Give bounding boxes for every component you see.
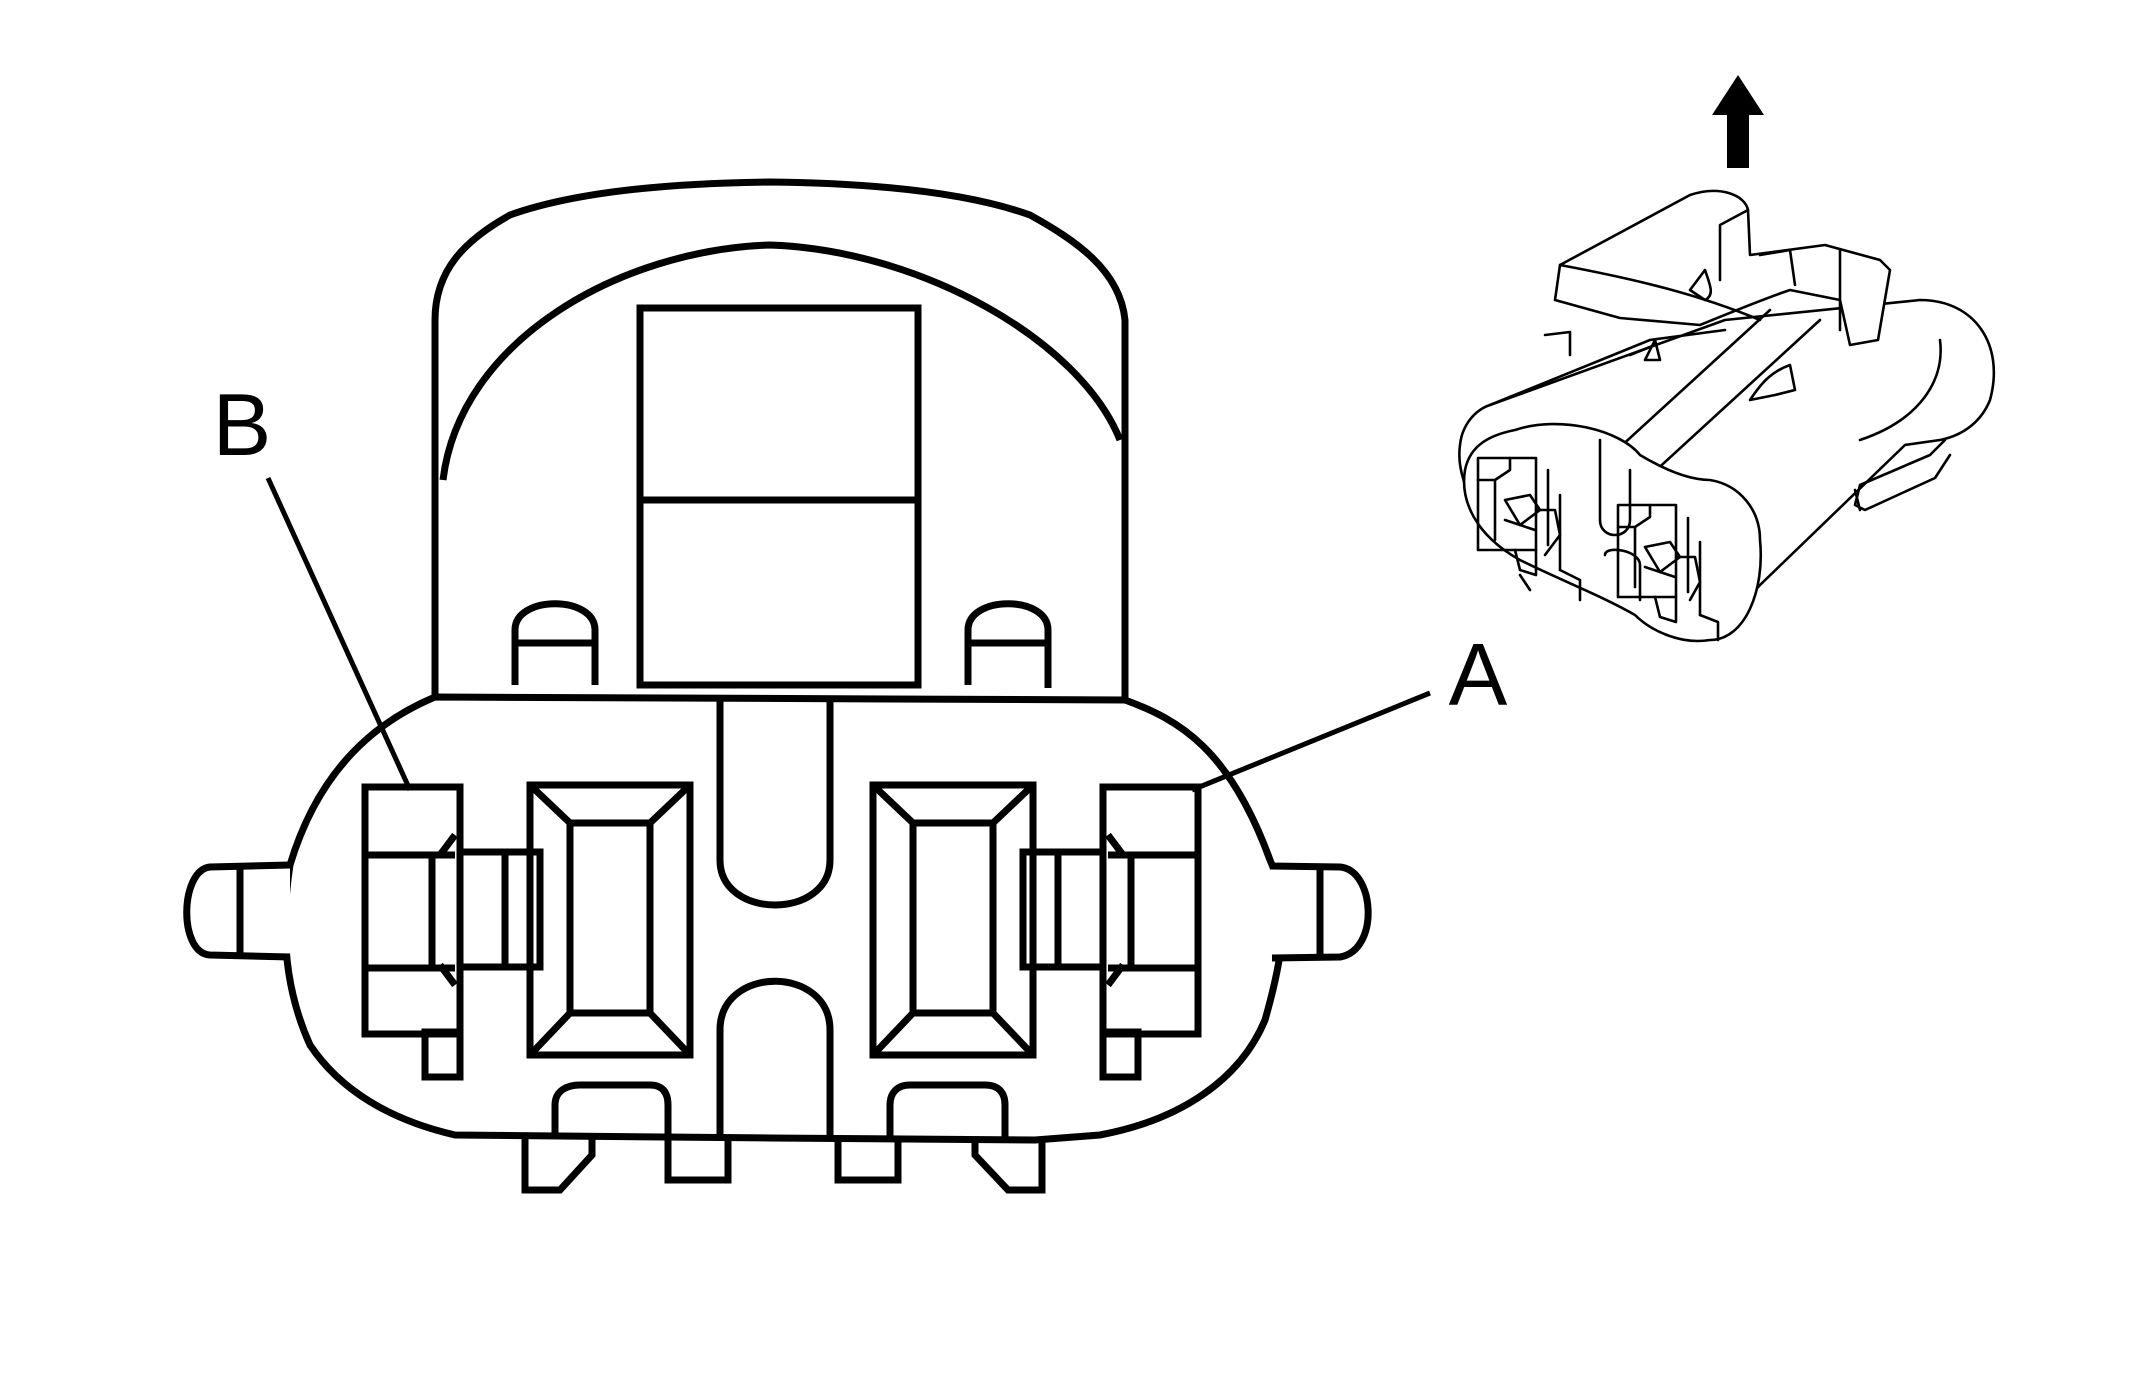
keyway-upper	[716, 697, 834, 909]
terminal-cavity-b	[361, 781, 694, 1081]
leader-line-a	[1191, 690, 1431, 793]
locking-tab-upper	[636, 304, 922, 504]
bottom-foot-2	[664, 1138, 732, 1184]
label-a: A	[1449, 625, 1508, 724]
top-bump-right	[964, 600, 1052, 688]
callout-b: B	[213, 375, 413, 792]
bottom-notch-left	[551, 1081, 672, 1138]
arrow-up-icon	[1712, 75, 1764, 168]
connector-hood-inner	[439, 241, 1124, 481]
callout-a: A	[1191, 625, 1508, 793]
leader-line-b	[265, 476, 413, 792]
bottom-foot-4	[971, 1138, 1046, 1194]
bottom-notch-right	[886, 1081, 1009, 1140]
bottom-foot-3	[834, 1138, 902, 1184]
top-bump-left	[511, 600, 599, 685]
bottom-foot-1	[521, 1138, 596, 1194]
terminal-cavity-a	[869, 781, 1202, 1081]
connector-isometric-view	[1458, 189, 1996, 643]
connector-hood-outer	[431, 178, 1129, 702]
keyway-lower	[716, 977, 834, 1140]
connector-face	[183, 178, 1372, 1194]
locking-tab-lower	[636, 496, 922, 689]
label-b: B	[213, 375, 272, 474]
